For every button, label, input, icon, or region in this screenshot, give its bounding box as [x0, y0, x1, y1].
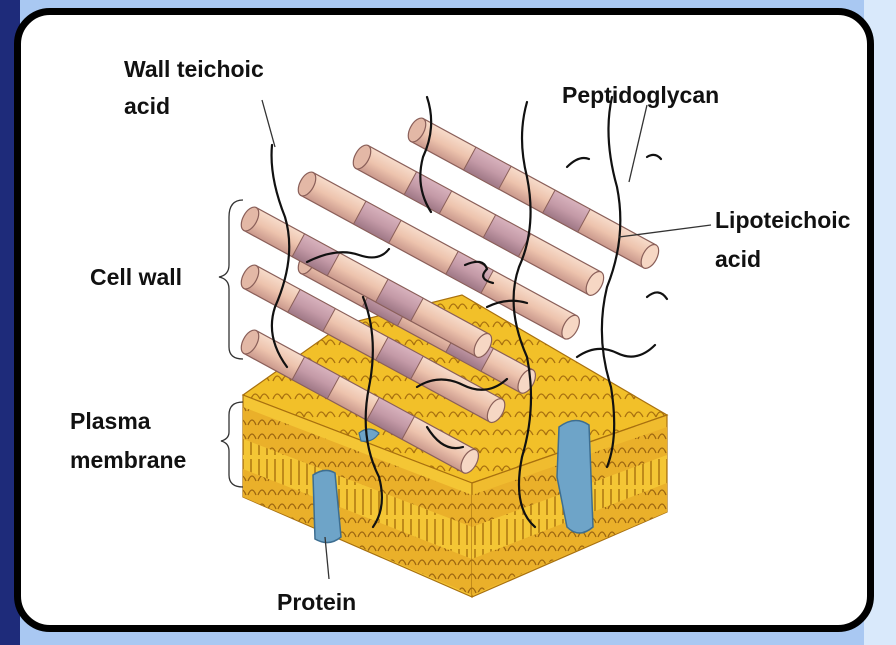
label-cell-wall: Cell wall: [90, 264, 182, 290]
label-lipoteichoic-line1: Lipoteichoic: [715, 207, 851, 233]
cell-wall-diagram: Wall teichoic acid Peptidoglycan Lipotei…: [21, 15, 867, 625]
label-plasma-line2: membrane: [70, 447, 186, 473]
label-wall-teichoic-line1: Wall teichoic: [124, 56, 264, 82]
label-lipoteichoic-line2: acid: [715, 246, 761, 272]
label-protein: Protein: [277, 589, 356, 615]
diagram-frame: Wall teichoic acid Peptidoglycan Lipotei…: [14, 8, 874, 632]
label-peptidoglycan: Peptidoglycan: [562, 82, 719, 108]
label-plasma-line1: Plasma: [70, 408, 151, 434]
label-wall-teichoic-line2: acid: [124, 93, 170, 119]
